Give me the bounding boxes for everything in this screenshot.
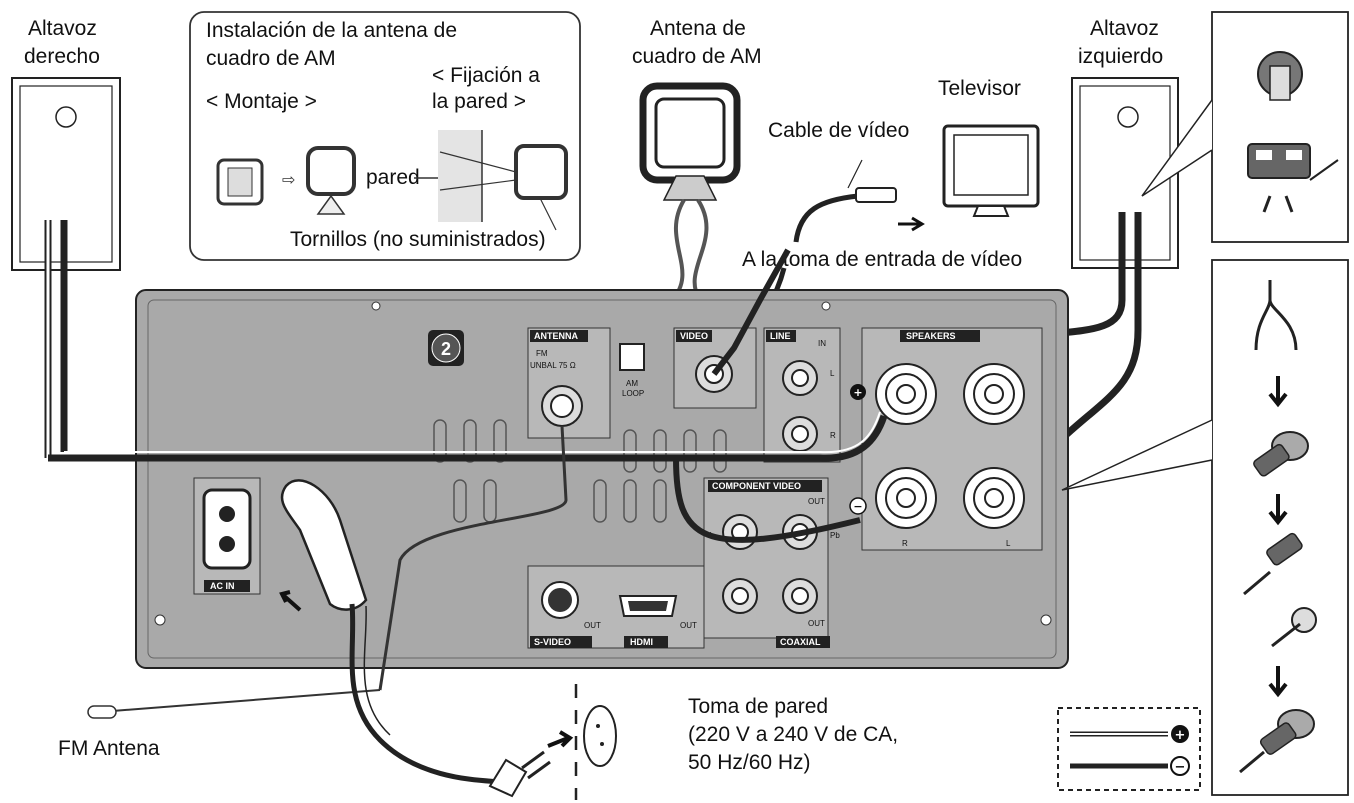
plus-icon xyxy=(850,384,866,400)
panel-loop: LOOP xyxy=(622,389,644,398)
am-installation-box: ⇨ xyxy=(189,11,581,261)
panel-line-l: L xyxy=(830,369,835,378)
rear-panel: 2 ANTENNA FM UNBAL 75 Ω AM LOOP VIDEO LI… xyxy=(135,248,1069,669)
tv-label: Televisor xyxy=(938,77,1021,100)
wall-outlet-label-2: (220 V a 240 V de CA, xyxy=(688,723,898,746)
panel-s-video: S-VIDEO xyxy=(534,637,571,647)
am-install-title-2: cuadro de AM xyxy=(206,47,336,70)
panel-hdmi-out: OUT xyxy=(680,621,697,630)
fm-antenna-label: FM Antena xyxy=(58,737,160,760)
wall-fix-label-1: < Fijación a xyxy=(432,64,540,87)
panel-speakers: SPEAKERS xyxy=(906,331,956,341)
svg-text:+: + xyxy=(1175,728,1186,743)
panel-component-video: COMPONENT VIDEO xyxy=(712,481,801,491)
wall-outlet-label-1: Toma de pared xyxy=(688,695,828,718)
terminal-detail-steps xyxy=(1061,259,1349,796)
wall-fix-label-2: la pared > xyxy=(432,90,526,113)
svg-text:⇨: ⇨ xyxy=(282,170,295,189)
panel-coaxial-out: OUT xyxy=(808,619,825,628)
minus-icon xyxy=(849,497,867,515)
panel-video: VIDEO xyxy=(680,331,708,341)
right-speaker-label-1: Altavoz xyxy=(28,17,97,40)
svg-text:−: − xyxy=(1175,760,1186,775)
panel-antenna: ANTENNA xyxy=(534,331,578,341)
panel-am: AM xyxy=(626,379,638,388)
panel-line-in: IN xyxy=(818,339,826,348)
panel-hdmi: HDMI xyxy=(630,637,653,647)
right-speaker-label-2: derecho xyxy=(24,45,100,68)
am-antenna-label-2: cuadro de AM xyxy=(632,45,762,68)
wall-outlet-icon xyxy=(547,684,617,800)
video-in-label: A la toma de entrada de vídeo xyxy=(742,248,1022,271)
panel-spk-r: R xyxy=(902,539,908,548)
screws-label: Tornillos (no suministrados) xyxy=(290,228,546,251)
panel-spk-l: L xyxy=(1006,539,1011,548)
panel-component-out: OUT xyxy=(808,497,825,506)
svg-text:−: − xyxy=(853,500,862,513)
panel-pb: Pb xyxy=(830,531,840,540)
wall-label: pared xyxy=(366,166,420,189)
tv-icon xyxy=(942,124,1040,217)
left-speaker-label-2: izquierdo xyxy=(1078,45,1163,68)
panel-coaxial: COAXIAL xyxy=(780,637,821,647)
left-speaker-label-1: Altavoz xyxy=(1090,17,1159,40)
mount-label: < Montaje > xyxy=(206,90,317,113)
svg-text:+: + xyxy=(853,386,862,399)
panel-fm: FM xyxy=(536,349,548,358)
am-install-title-1: Instalación de la antena de xyxy=(206,19,457,42)
panel-line-r: R xyxy=(830,431,836,440)
region-code: 2 xyxy=(441,339,451,359)
wall-outlet-label-3: 50 Hz/60 Hz) xyxy=(688,751,811,774)
panel-ac-in: AC IN xyxy=(210,581,235,591)
panel-unbal: UNBAL 75 Ω xyxy=(530,361,576,370)
power-plug-icon xyxy=(279,479,551,798)
video-cable-label: Cable de vídeo xyxy=(768,119,909,142)
speaker-terminal-icon xyxy=(1239,431,1317,774)
polarity-legend: + − xyxy=(1057,707,1201,791)
right-speaker xyxy=(11,77,121,458)
terminal-detail-top xyxy=(1141,11,1349,243)
panel-line: LINE xyxy=(770,331,791,341)
am-antenna-label-1: Antena de xyxy=(650,17,746,40)
panel-svideo-out: OUT xyxy=(584,621,601,630)
